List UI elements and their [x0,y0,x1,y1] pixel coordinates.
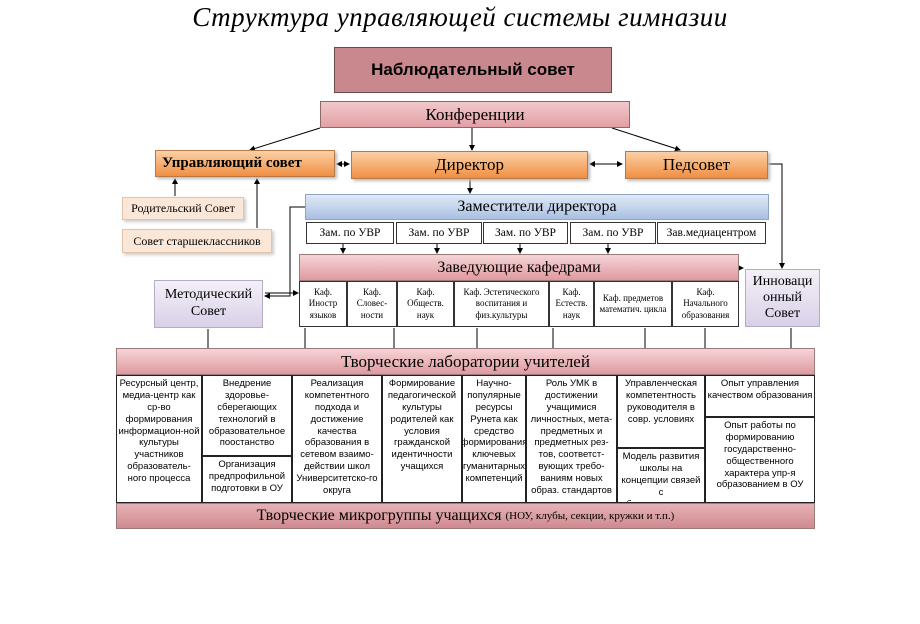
lab-box: Реализация компетентного подхода и дости… [292,375,382,503]
lab-box: Формирование педагогической культуры род… [382,375,462,503]
zam-item: Зам. по УВР [396,222,482,244]
lab-box: Организация предпрофильной подготовки в … [202,456,292,503]
lab-box: Управленческая компетентность руководите… [617,375,705,448]
lab-box: Опыт управления качеством образования [705,375,815,417]
roditel-sovet-box: Родительский Совет [122,197,244,220]
mikrogruppy-note: (НОУ, клубы, секции, кружки и т.п.) [505,510,675,522]
mikrogruppy-label: Творческие микрогруппы учащихся [256,507,502,524]
upr-sovet-box: Управляющий совет [155,150,335,177]
kafedra-box: Каф. Эстетического воспитания и физ.куль… [454,281,549,327]
innov-sovet-box: Инноваци онный Совет [745,269,820,327]
konferencii-box: Конференции [320,101,630,128]
lab-box: Научно-популярные ресурсы Рунета как сре… [462,375,526,503]
kafedra-box: Каф. Словес- ности [347,281,397,327]
kafedra-box: Каф. Естеств. наук [549,281,594,327]
lab-box: Опыт работы по формированию государствен… [705,417,815,503]
zamestiteli-box: Заместители директора [305,194,769,220]
pedsovet-box: Педсовет [625,151,768,179]
zam-item: Зав.медиацентром [657,222,766,244]
kafedra-box: Каф. Обществ. наук [397,281,454,327]
zam-item: Зам. по УВР [306,222,394,244]
lab-box: Роль УМК в достижении учащимися личностн… [526,375,617,503]
tvorch-lab-box: Творческие лаборатории учителей [116,348,815,375]
direktor-box: Директор [351,151,588,179]
mikrogruppy-box: Творческие микрогруппы учащихся (НОУ, кл… [116,503,815,529]
zaved-kafedrami-box: Заведующие кафедрами [299,254,739,281]
lab-box: Ресурсный центр, медиа-центр как ср-во ф… [116,375,202,503]
metod-sovet-box: Методический Совет [154,280,263,328]
zam-item: Зам. по УВР [483,222,568,244]
nablud-sovet-box: Наблюдательный совет [334,47,612,93]
starsheklass-sovet-box: Совет старшеклассников [122,229,272,253]
zam-item: Зам. по УВР [570,222,656,244]
kafedra-box: Каф. Иностр языков [299,281,347,327]
lab-box: Модель развития школы на концепции связе… [617,448,705,503]
page-title: Структура управляющей системы гимназии [192,2,728,32]
lab-box: Внедрение здоровье-сберегающих технологи… [202,375,292,456]
kafedra-box: Каф. Начального образования [672,281,739,327]
kafedra-box: Каф. предметов математич. цикла [594,281,672,327]
